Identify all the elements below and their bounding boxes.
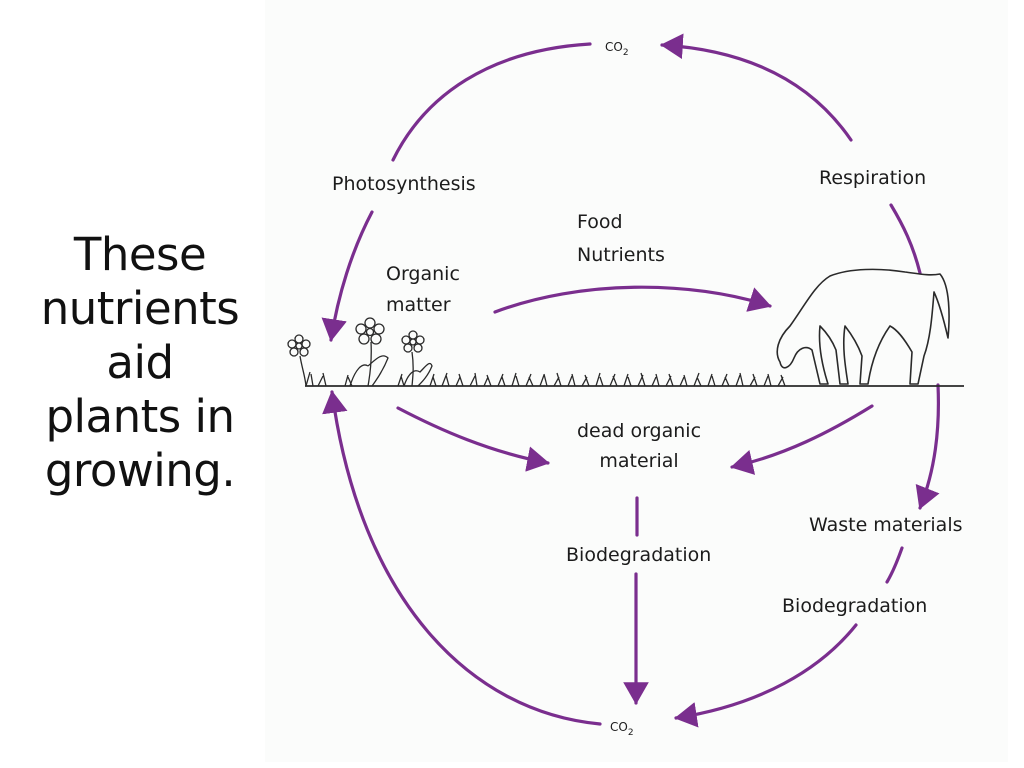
photosynthesis-label: Photosynthesis — [332, 173, 476, 195]
slide-caption: These nutrients aid plants in growing. — [18, 228, 262, 498]
arrow-organic-to-horse — [493, 285, 772, 314]
arrow-co2-to-photosynthesis — [391, 42, 592, 162]
arrow-horse-to-dead — [730, 404, 874, 475]
caption-line: aid — [106, 336, 174, 389]
co2-top-label: CO2 — [605, 40, 629, 58]
arrow-horse-to-respiration — [889, 203, 922, 275]
arrow-waste-to-biodeg — [885, 546, 904, 584]
biodegradation-center-label: Biodegradation — [566, 544, 711, 566]
food-label-line2: Nutrients — [577, 244, 665, 266]
dead-organic-label-line1: dead organic — [577, 420, 701, 442]
co2-top-subscript: 2 — [623, 48, 629, 58]
biodegradation-right-label: Biodegradation — [782, 595, 927, 617]
co2-bottom-label: CO2 — [610, 720, 634, 738]
arrow-biodeg-to-co2-bottom — [674, 623, 858, 728]
respiration-label: Respiration — [819, 167, 926, 189]
caption-line: growing. — [44, 444, 236, 497]
dead-organic-label-line2: material — [599, 450, 678, 472]
caption-line: nutrients — [40, 282, 240, 335]
flower-icon — [287, 317, 433, 387]
co2-bottom-subscript: 2 — [628, 728, 634, 738]
horse-icon — [776, 268, 950, 385]
organic-label-line1: Organic — [386, 263, 460, 285]
caption-line: These — [73, 228, 207, 281]
co2-top-text: CO — [605, 40, 623, 54]
co2-bottom-text: CO — [610, 720, 628, 734]
grass-icon — [305, 371, 786, 387]
food-label-line1: Food — [577, 211, 623, 233]
organic-label-line2: matter — [386, 294, 451, 316]
arrow-co2-to-plants — [322, 390, 602, 726]
arrow-photosynthesis-to-plants — [321, 210, 374, 342]
waste-materials-label: Waste materials — [809, 514, 963, 536]
arrow-horse-to-waste — [915, 383, 941, 510]
caption-line: plants in — [45, 390, 235, 443]
arrow-respiration-to-co2 — [660, 33, 853, 142]
arrow-plants-to-dead — [396, 406, 550, 472]
